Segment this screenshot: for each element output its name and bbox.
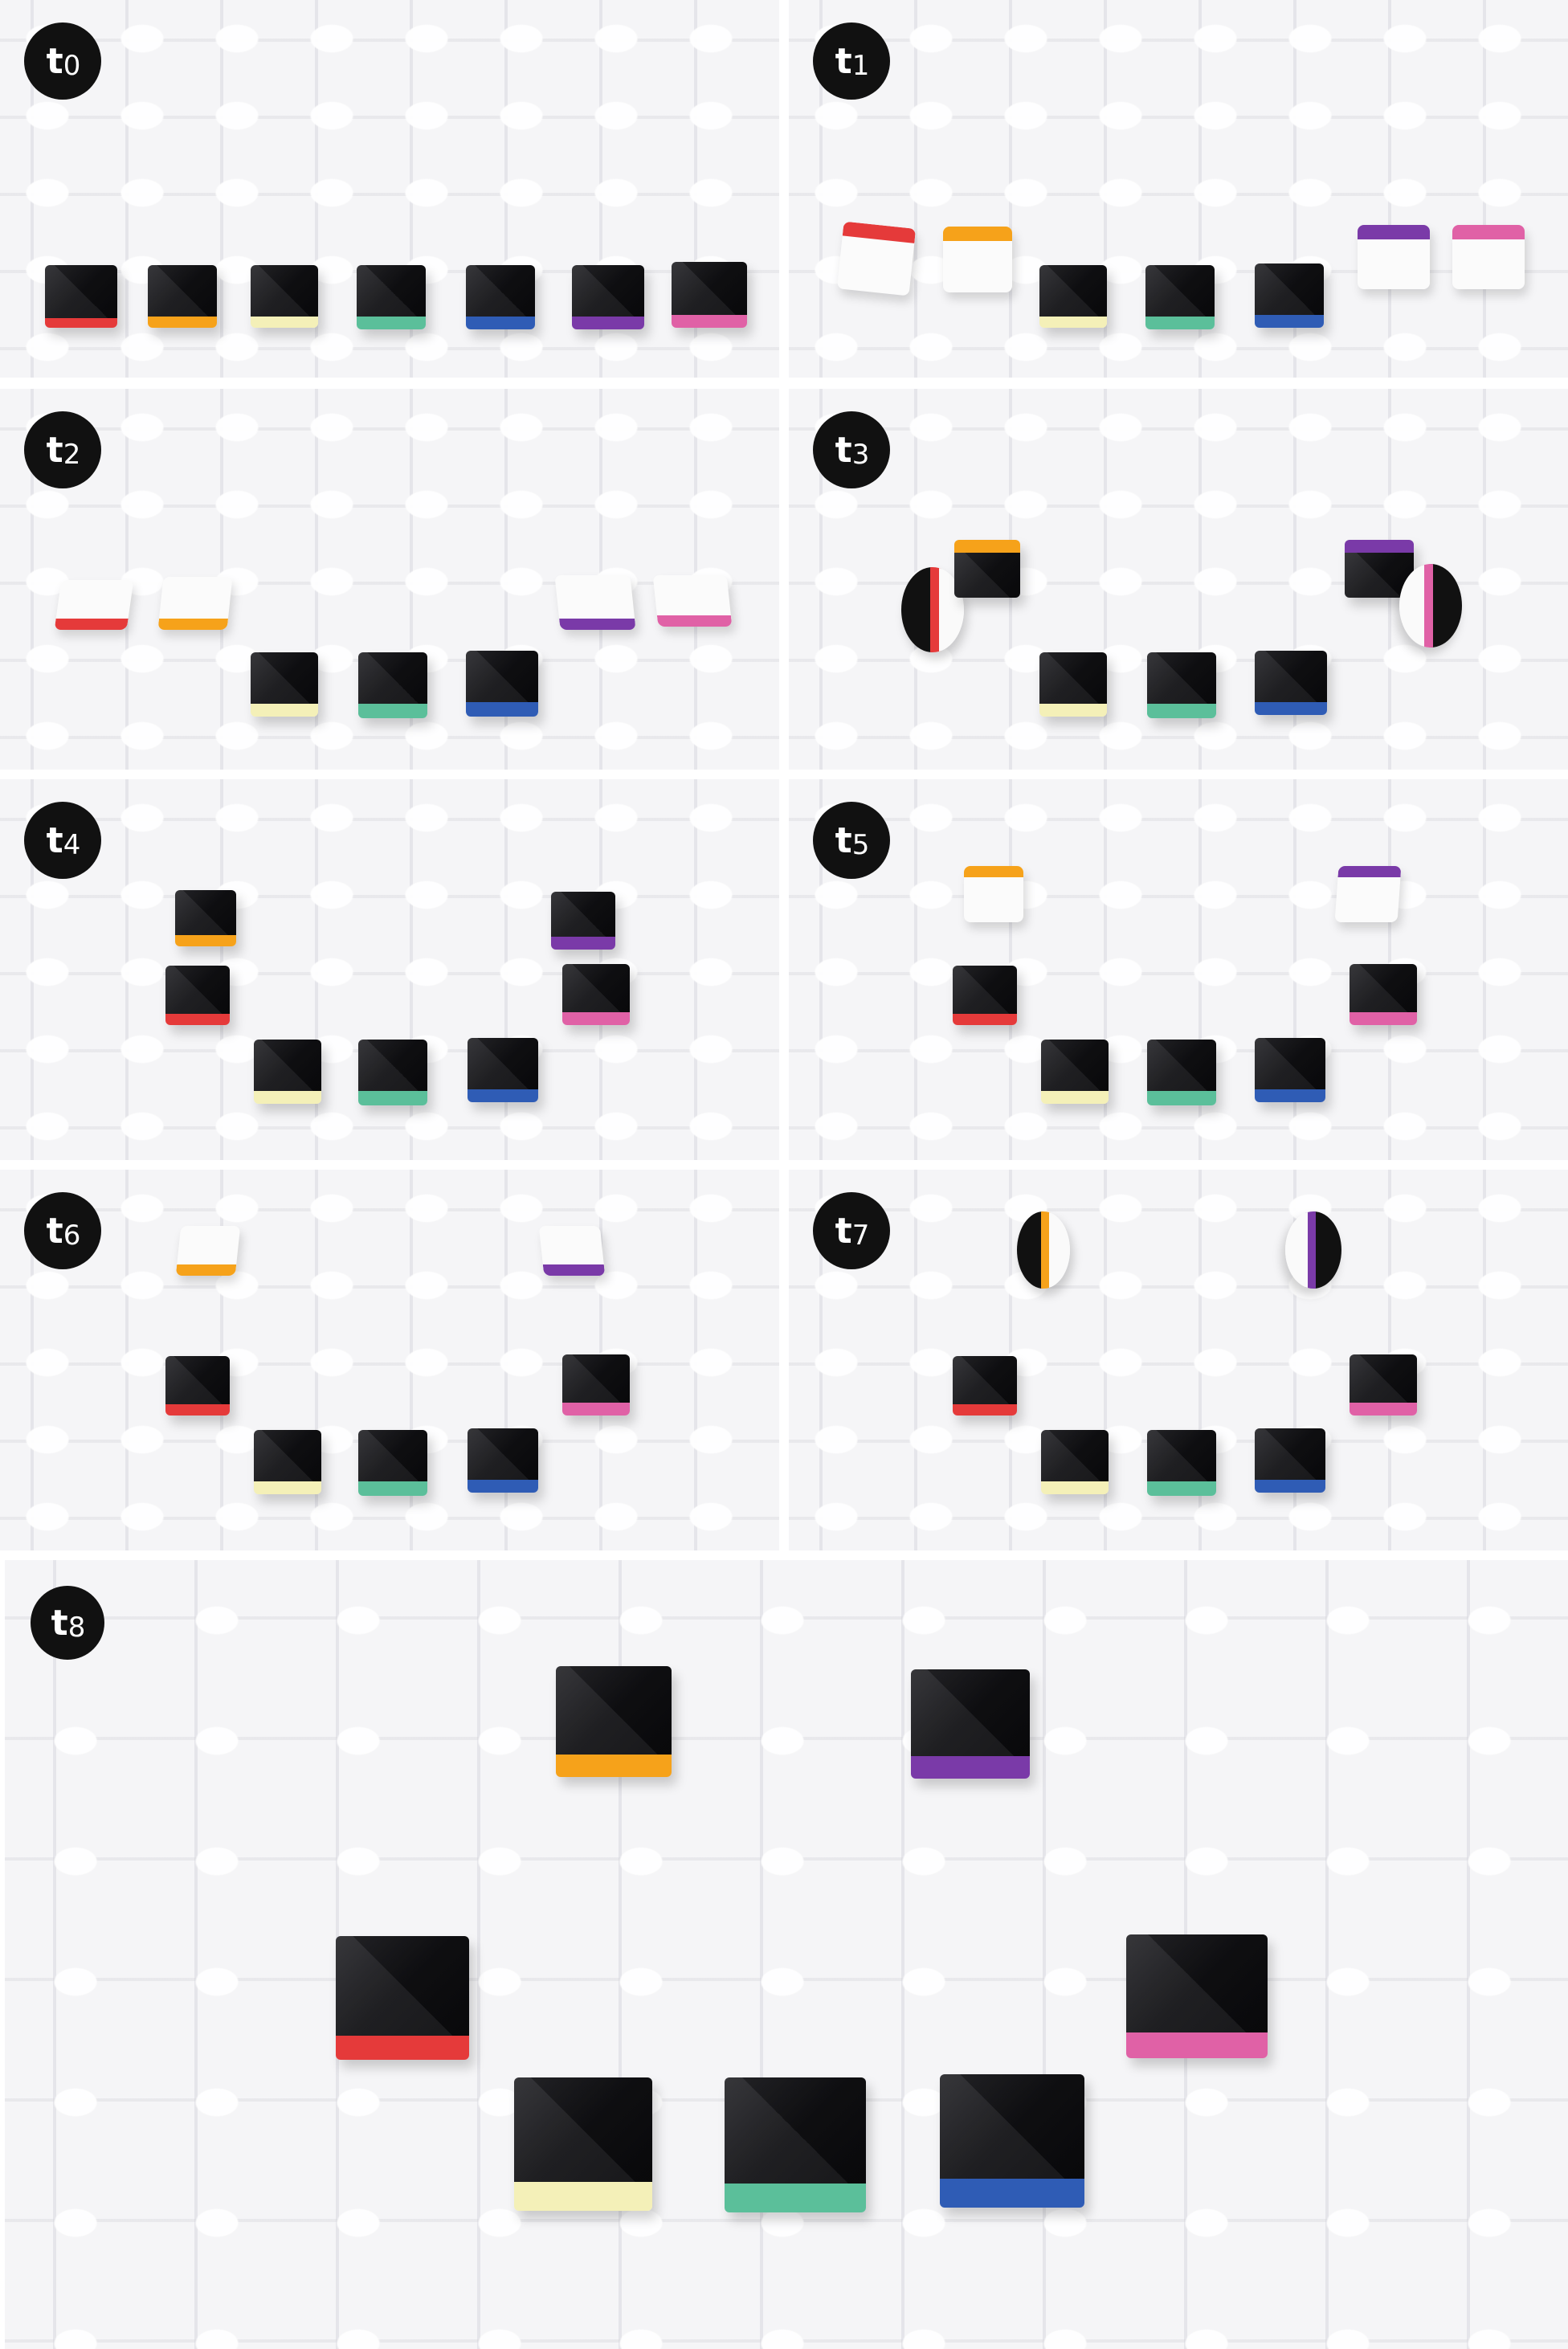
block-orange	[175, 890, 236, 946]
block-purple-rolling	[1285, 1211, 1341, 1289]
block-purple-flipping	[1334, 866, 1402, 922]
block-yellow	[514, 2077, 652, 2211]
block-green	[358, 1040, 427, 1105]
block-purple-flipping	[538, 1226, 606, 1276]
block-red-flipping	[54, 580, 134, 630]
block-green	[1147, 652, 1216, 718]
block-red-rolling	[901, 567, 964, 652]
block-yellow	[251, 652, 318, 717]
block-green	[1145, 265, 1215, 329]
block-blue	[468, 1428, 538, 1493]
block-yellow	[1041, 1430, 1109, 1494]
block-blue	[1255, 1038, 1325, 1102]
block-orange-rolling	[1017, 1211, 1070, 1289]
block-blue	[466, 651, 538, 717]
block-pink	[672, 262, 747, 328]
block-pink-rolling	[1399, 564, 1462, 648]
block-red	[336, 1936, 469, 2060]
block-green	[1147, 1430, 1216, 1496]
block-blue	[1255, 1428, 1325, 1493]
block-yellow	[1041, 1040, 1109, 1104]
block-orange-flipping	[157, 577, 233, 630]
block-green	[725, 2077, 866, 2212]
block-yellow	[254, 1430, 321, 1494]
block-purple	[551, 892, 615, 950]
block-pink-flipping	[1452, 225, 1525, 289]
block-orange-flipping	[964, 866, 1023, 922]
block-orange	[148, 265, 217, 328]
block-yellow	[251, 265, 318, 328]
block-yellow	[254, 1040, 321, 1104]
block-pink	[1350, 964, 1417, 1025]
block-purple	[911, 1669, 1030, 1779]
block-blue	[1255, 263, 1324, 328]
block-orange	[954, 540, 1020, 598]
block-orange	[556, 1666, 672, 1777]
block-pink-flipping	[652, 575, 733, 627]
block-blue	[468, 1038, 538, 1102]
block-pink	[562, 964, 630, 1025]
block-purple	[572, 265, 644, 329]
block-orange-flipping	[175, 1226, 241, 1276]
block-pink	[1126, 1934, 1268, 2058]
block-purple-flipping	[554, 575, 636, 630]
block-blue	[1255, 651, 1327, 715]
block-red	[953, 966, 1017, 1025]
block-red	[165, 1356, 230, 1416]
block-yellow	[1039, 265, 1107, 328]
block-red	[953, 1356, 1017, 1416]
block-purple-flipping	[1358, 225, 1430, 289]
block-blue	[940, 2074, 1084, 2208]
block-green	[357, 265, 426, 329]
block-green	[358, 652, 427, 718]
block-yellow	[1039, 652, 1107, 717]
block-red	[45, 265, 117, 328]
block-red-flipping	[836, 221, 917, 296]
block-pink	[1350, 1354, 1417, 1416]
block-red	[165, 966, 230, 1025]
block-green	[1147, 1040, 1216, 1105]
block-orange-flipping	[943, 227, 1012, 292]
block-pink	[562, 1354, 630, 1416]
block-blue	[466, 265, 535, 329]
block-green	[358, 1430, 427, 1496]
